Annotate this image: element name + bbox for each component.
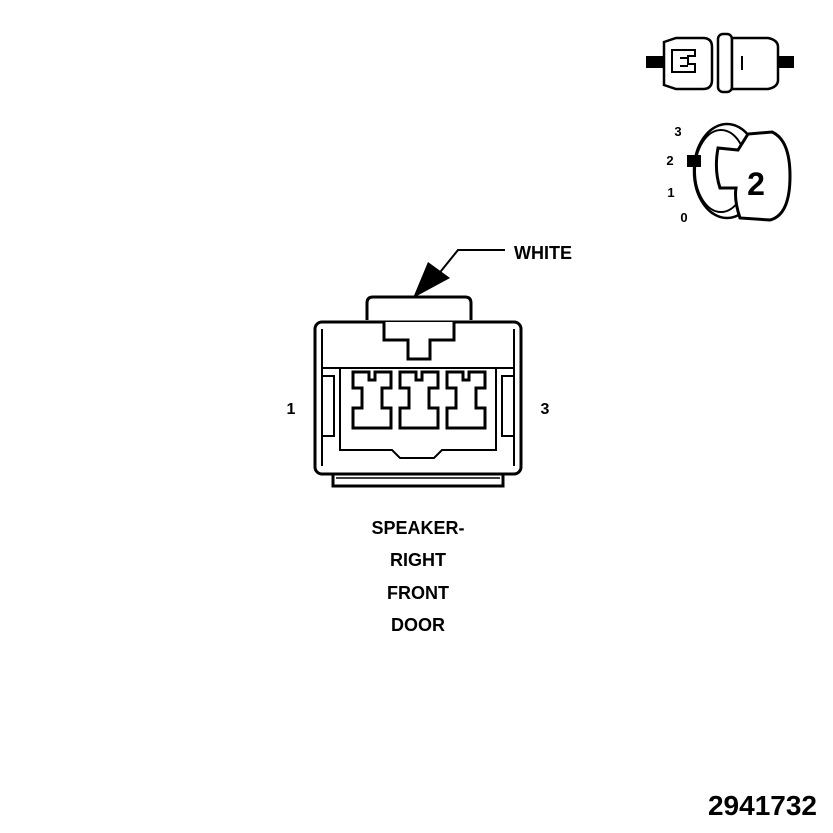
- scale-label-2: 2: [666, 153, 673, 168]
- connector-name-line-2: RIGHT: [390, 550, 446, 570]
- part-number: 2941732: [708, 790, 817, 821]
- connector-face: [313, 295, 523, 488]
- connector-name-line-1: SPEAKER-: [371, 518, 464, 538]
- position-marker: [687, 155, 701, 167]
- connector-name: SPEAKER- RIGHT FRONT DOOR: [371, 518, 464, 635]
- mating-connector-icon: [646, 32, 794, 94]
- cavity-label-3: 3: [541, 401, 550, 418]
- cavity-label-1: 1: [287, 401, 296, 418]
- position-key-icon: 3 2 1 0 2: [666, 122, 792, 225]
- scale-label-0: 0: [680, 210, 687, 225]
- key-number: 2: [747, 166, 765, 202]
- color-callout: WHITE: [413, 243, 572, 298]
- scale-label-1: 1: [667, 185, 674, 200]
- scale-label-3: 3: [674, 124, 681, 139]
- connector-name-line-4: DOOR: [391, 615, 445, 635]
- color-label: WHITE: [514, 243, 572, 263]
- connector-name-line-3: FRONT: [387, 583, 449, 603]
